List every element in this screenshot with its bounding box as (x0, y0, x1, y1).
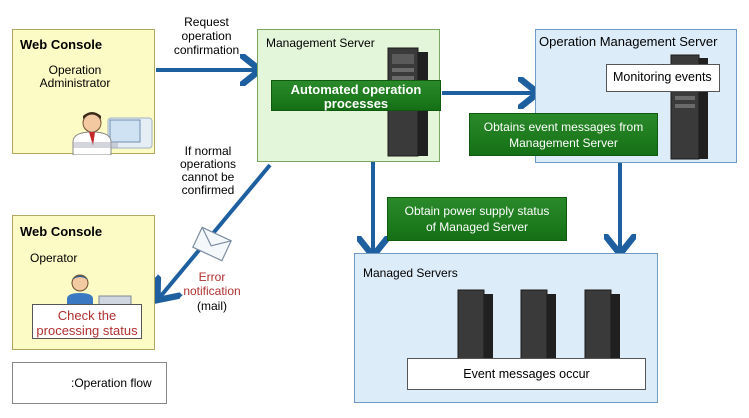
obtain-power-box: Obtain power supply status of Managed Se… (387, 197, 567, 241)
if-normal-label: If normal operations cannot be confirmed (179, 144, 237, 197)
monitoring-events-box: Monitoring events (606, 64, 720, 92)
arrow-mgmt-to-operator (160, 163, 272, 297)
event-messages-box: Event messages occur (407, 358, 646, 390)
managed-servers-panel: Managed Servers Event messages occur (354, 253, 658, 403)
web-console-admin-panel: Web Console Operation Administrator (12, 29, 155, 155)
panel-title: Web Console (20, 37, 103, 52)
request-label: Request operation confirmation (173, 15, 240, 57)
obtains-events-box: Obtains event messages from Management S… (469, 113, 658, 156)
management-server-panel: Management Server Automated operation pr… (257, 29, 441, 162)
panel-title: Operation Management Server (539, 34, 718, 49)
server-group-icon (457, 289, 620, 365)
panel-title: Management Server (266, 36, 375, 50)
mail-label: (mail) (197, 299, 227, 313)
web-console-operator-panel: Web Console Operator Check the processin… (12, 215, 155, 350)
panel-title: Managed Servers (363, 266, 458, 280)
automated-process-box: Automated operation processes (271, 80, 441, 111)
administrator-icon (72, 112, 153, 155)
panel-title: Web Console (20, 224, 103, 239)
legend-label: :Operation flow (71, 376, 152, 390)
error-notification-label: Error notification (183, 270, 241, 298)
role-label: Operator (30, 251, 78, 265)
legend-box: :Operation flow (12, 362, 167, 404)
role-label: Operation Administrator (39, 63, 111, 90)
check-status-box: Check the processing status (32, 304, 142, 339)
